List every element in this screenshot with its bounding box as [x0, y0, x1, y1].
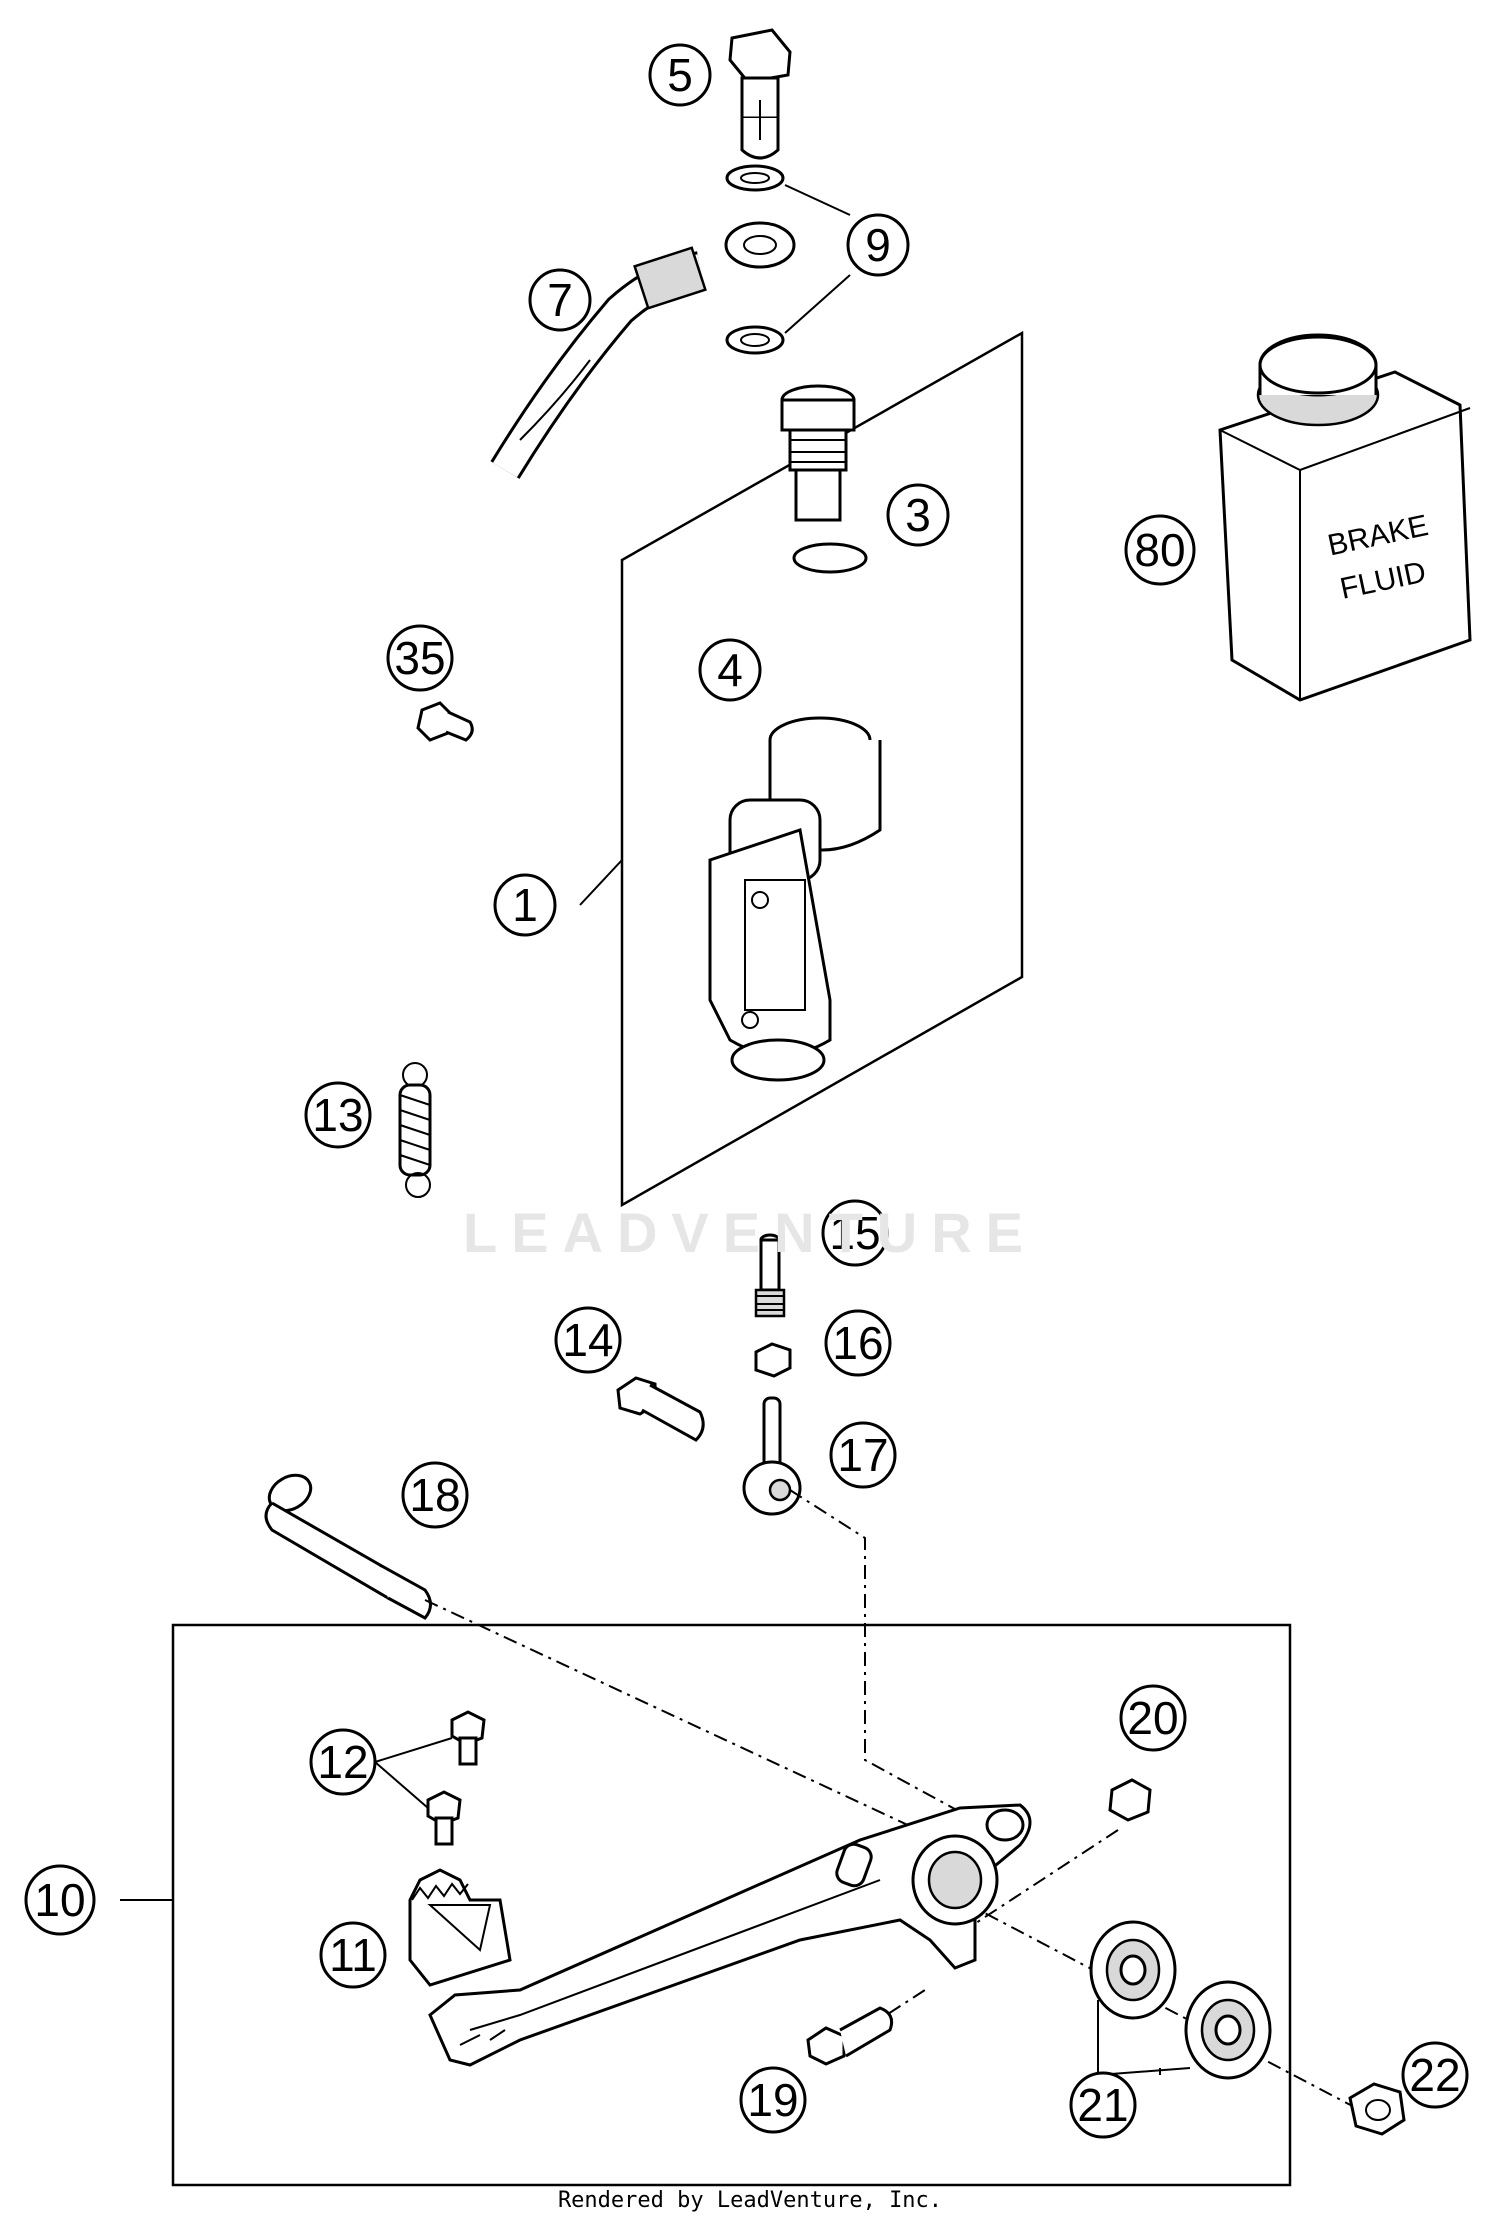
- master-cylinder-part: [708, 716, 882, 1082]
- svg-text:35: 35: [394, 632, 445, 684]
- callout-3: 3: [886, 483, 950, 547]
- callout-19: 19: [739, 2066, 807, 2134]
- brake-fluid-can-part: BRAKE FLUID: [1218, 333, 1472, 702]
- callout-7: 7: [528, 268, 592, 332]
- brake-line-part: [490, 221, 796, 479]
- svg-text:9: 9: [865, 219, 891, 271]
- o-ring-part: [792, 542, 868, 574]
- svg-text:17: 17: [837, 1429, 888, 1481]
- brake-pedal-part: [428, 1803, 1032, 2067]
- svg-text:10: 10: [34, 1874, 85, 1926]
- clevis-part: [742, 1396, 802, 1516]
- callout-17: 17: [829, 1421, 897, 1489]
- pedal-stop-screw-part: [806, 2006, 894, 2066]
- callout-10: 10: [24, 1864, 96, 1936]
- svg-text:11: 11: [329, 1929, 377, 1981]
- return-spring-part: [398, 1062, 432, 1198]
- watermark: LEADVENTURE: [462, 1201, 1038, 1264]
- svg-text:14: 14: [562, 1314, 613, 1366]
- callout-18: 18: [401, 1461, 469, 1529]
- callout-15: 15: [821, 1199, 889, 1267]
- svg-text:1: 1: [512, 879, 538, 931]
- svg-text:80: 80: [1134, 524, 1185, 576]
- callout-13: 13: [304, 1081, 372, 1149]
- pedal-nut-part: [1108, 1778, 1152, 1822]
- svg-text:4: 4: [717, 644, 743, 696]
- svg-text:21: 21: [1077, 2079, 1128, 2131]
- brake-pedal-assembly-outline: [171, 1623, 1292, 2187]
- svg-text:3: 3: [905, 489, 931, 541]
- lock-nut-part: [754, 1342, 792, 1378]
- footer-credit: Rendered by LeadVenture, Inc.: [557, 2188, 943, 2213]
- callout-35: 35: [386, 624, 454, 692]
- callout-14: 14: [554, 1306, 622, 1374]
- alignment-line-clevis: [789, 1489, 976, 1821]
- svg-text:16: 16: [832, 1317, 883, 1369]
- svg-text:12: 12: [317, 1736, 368, 1788]
- callout-16: 16: [824, 1309, 892, 1377]
- svg-text:20: 20: [1127, 1692, 1178, 1744]
- callout-1: 1: [493, 873, 557, 937]
- reservoir-plug-part: [780, 384, 856, 522]
- alignment-line-nut: [949, 1829, 1119, 1941]
- callout-9: 9: [846, 213, 910, 277]
- svg-text:18: 18: [409, 1469, 460, 1521]
- callout-20: 20: [1119, 1684, 1187, 1752]
- bearing-part: [1089, 1920, 1272, 2080]
- screw-part: [416, 701, 474, 742]
- svg-text:15: 15: [829, 1207, 880, 1259]
- svg-text:5: 5: [667, 49, 693, 101]
- svg-text:22: 22: [1409, 2049, 1460, 2101]
- pedal-pin-part: [264, 1473, 432, 1620]
- pivot-bolt-part: [616, 1376, 705, 1442]
- pedal-tip-part: [408, 1868, 512, 1987]
- alignment-line-pin: [424, 1599, 941, 1841]
- sealing-washer-part: [725, 164, 785, 355]
- callout-11: 11: [319, 1921, 387, 1989]
- pedal-screw-part: [426, 1710, 486, 1846]
- callout-22: 22: [1401, 2041, 1469, 2109]
- callout-4: 4: [698, 638, 762, 702]
- svg-text:19: 19: [747, 2074, 798, 2126]
- svg-text:13: 13: [312, 1089, 363, 1141]
- axle-nut-part: [1348, 2082, 1406, 2136]
- push-rod-part: [754, 1233, 786, 1318]
- callout-12: 12: [309, 1728, 377, 1796]
- callout-5: 5: [648, 43, 712, 107]
- master-cylinder-assembly-outline: [620, 330, 1024, 1208]
- banjo-bolt-part: [728, 28, 792, 160]
- callout-21: 21: [1069, 2071, 1137, 2139]
- svg-text:7: 7: [547, 274, 573, 326]
- callout-80: 80: [1124, 514, 1196, 586]
